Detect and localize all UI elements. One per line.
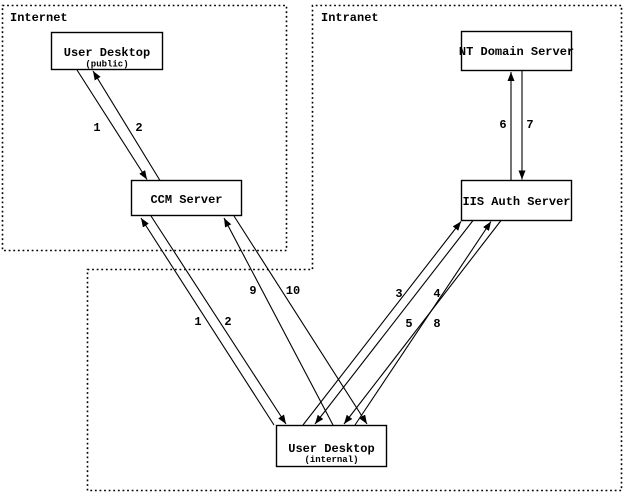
edge-10-ccm-to-internal-desktop [233,215,368,425]
flow-label-2-public: 2 [135,121,142,135]
flow-label-1-public: 1 [93,121,100,135]
internet-zone-label: Internet [10,11,68,25]
edge-2-ccm-to-internal-desktop [150,215,287,425]
edge-8-iis-to-internal-desktop [343,220,502,425]
user-desktop-internal-label: User Desktop [288,442,374,456]
flow-label-7: 7 [526,118,533,132]
intranet-zone-border [86,4,623,492]
ccm-server-label: CCM Server [150,193,222,207]
edge-2-ccm-to-public-desktop [92,70,161,181]
nt-domain-server-label: NT Domain Server [459,45,574,59]
user-desktop-internal-sublabel: (internal) [304,455,358,465]
edge-9-internal-desktop-to-ccm [223,217,334,426]
flow-label-4: 4 [433,287,440,301]
flow-label-6: 6 [499,118,506,132]
flow-label-5: 5 [405,317,412,331]
internet-zone-border [1,4,288,252]
user-desktop-public-box [50,31,164,71]
iis-auth-server-box [460,179,573,222]
user-desktop-internal-box [275,424,388,468]
edge-5-internal-desktop-to-iis [354,221,492,426]
flow-label-8: 8 [433,317,440,331]
nt-domain-server-box [460,30,573,72]
node-iis-auth-server: IIS Auth Server [460,179,573,222]
node-ccm-server: CCM Server [130,179,243,217]
node-nt-domain-server: NT Domain Server [459,30,574,72]
edge-4-iis-to-internal-desktop [314,220,474,425]
edge-3-internal-desktop-to-iis [302,221,462,426]
flow-label-2-internal: 2 [224,315,231,329]
node-user-desktop-public: User Desktop (public) [50,31,164,71]
iis-auth-server-label: IIS Auth Server [462,195,570,209]
flow-label-10: 10 [286,284,300,298]
flow-label-9: 9 [249,284,256,298]
flow-label-3: 3 [395,287,402,301]
user-desktop-public-label: User Desktop [64,46,150,60]
user-desktop-public-sublabel: (public) [85,60,128,70]
intranet-zone-label: Intranet [321,11,379,25]
ccm-server-box [130,179,243,217]
edge-1-public-desktop-to-ccm [76,69,148,180]
node-user-desktop-internal: User Desktop (internal) [275,424,388,468]
flow-label-1-internal: 1 [194,315,201,329]
edge-1-internal-desktop-to-ccm [140,217,275,426]
